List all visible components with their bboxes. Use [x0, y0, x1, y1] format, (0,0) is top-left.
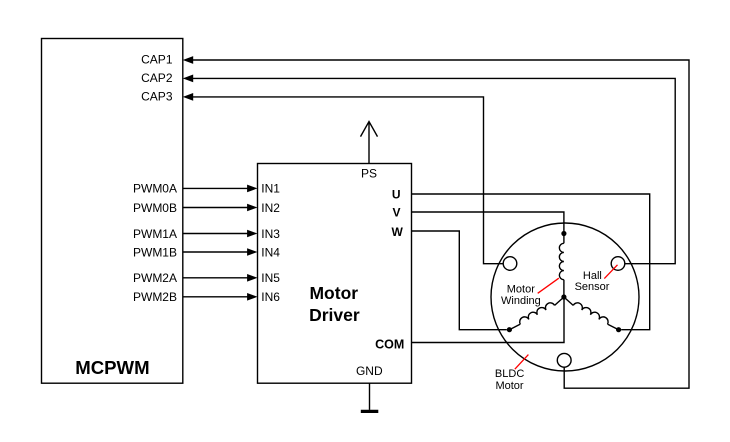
svg-text:CAP3: CAP3 — [141, 90, 173, 104]
svg-text:BLDC: BLDC — [495, 368, 524, 380]
svg-text:U: U — [392, 187, 401, 201]
svg-text:PWM0B: PWM0B — [133, 201, 177, 215]
svg-text:PS: PS — [361, 166, 377, 180]
svg-text:GND: GND — [356, 364, 383, 378]
svg-text:Hall: Hall — [583, 270, 602, 282]
svg-text:Motor: Motor — [495, 380, 523, 392]
svg-text:Motor: Motor — [507, 284, 535, 296]
svg-text:PWM1B: PWM1B — [133, 245, 177, 259]
svg-text:MCPWM: MCPWM — [75, 357, 149, 378]
svg-text:IN2: IN2 — [261, 201, 280, 215]
svg-text:CAP1: CAP1 — [141, 53, 173, 67]
svg-text:IN6: IN6 — [261, 290, 280, 304]
svg-text:IN1: IN1 — [261, 182, 280, 196]
svg-text:PWM1A: PWM1A — [133, 227, 177, 241]
svg-text:PWM2A: PWM2A — [133, 271, 177, 285]
svg-text:Sensor: Sensor — [575, 281, 610, 293]
svg-text:Winding: Winding — [501, 295, 541, 307]
svg-text:PWM0A: PWM0A — [133, 182, 177, 196]
svg-text:COM: COM — [375, 338, 404, 352]
svg-text:IN3: IN3 — [261, 227, 280, 241]
svg-text:IN5: IN5 — [261, 271, 280, 285]
svg-text:W: W — [391, 225, 403, 239]
svg-text:Driver: Driver — [309, 305, 360, 325]
svg-text:IN4: IN4 — [261, 245, 280, 259]
svg-text:Motor: Motor — [309, 283, 358, 303]
svg-text:PWM2B: PWM2B — [133, 290, 177, 304]
svg-text:CAP2: CAP2 — [141, 71, 173, 85]
svg-text:V: V — [392, 205, 400, 219]
